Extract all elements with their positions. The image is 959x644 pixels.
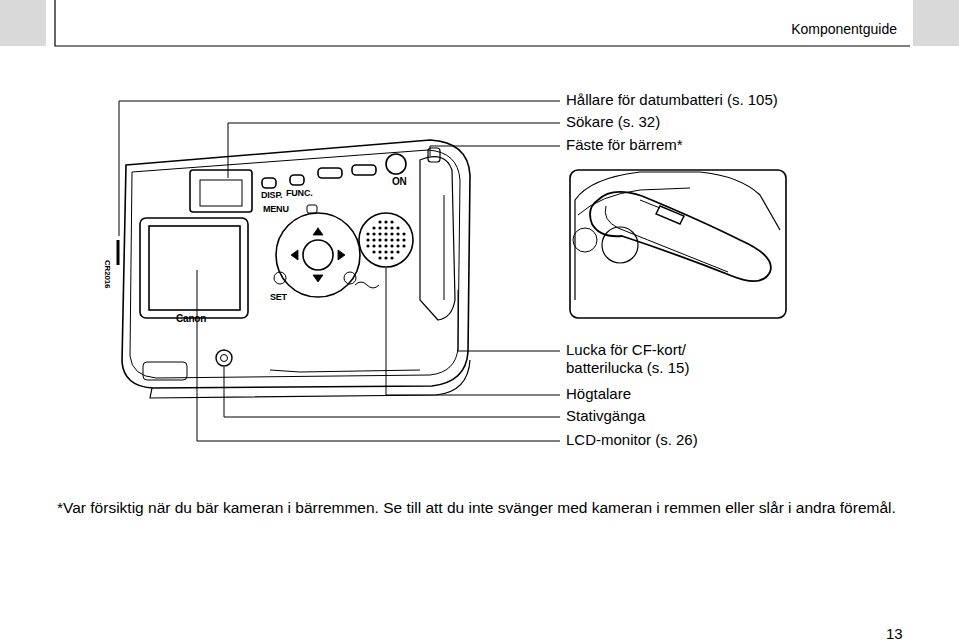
speaker-hole (396, 244, 399, 247)
speaker-hole (366, 238, 369, 241)
page-number: 13 (886, 625, 903, 643)
part-label: Lucka för CF-kort/ batterilucka (s. 15) (566, 341, 718, 377)
speaker-hole (378, 226, 381, 229)
speaker-hole (396, 250, 399, 253)
speaker-hole (390, 244, 393, 247)
header-rule (55, 0, 910, 46)
strap-inset (570, 170, 786, 318)
leader-line (119, 101, 560, 441)
speaker-hole (384, 232, 387, 235)
speaker-hole (366, 232, 369, 235)
speaker-hole (378, 238, 381, 241)
button-marking: FUNC. (286, 188, 313, 199)
speaker-hole (396, 226, 399, 229)
speaker-hole (396, 238, 399, 241)
speaker-hole (402, 232, 405, 235)
speaker-hole (384, 220, 387, 223)
corner-bar (0, 0, 46, 46)
speaker-hole (378, 244, 381, 247)
part-label: Sökare (s. 32) (566, 113, 660, 131)
speaker-hole (384, 256, 387, 259)
speaker-hole (402, 238, 405, 241)
speaker-hole (402, 244, 405, 247)
button-marking: DISP. (261, 190, 282, 201)
part-label: Stativgänga (566, 407, 645, 425)
speaker-hole (390, 232, 393, 235)
speaker-hole (390, 238, 393, 241)
speaker-hole (378, 256, 381, 259)
speaker-hole (372, 238, 375, 241)
button-marking: SET (270, 292, 287, 303)
speaker-hole (384, 238, 387, 241)
camera-body (118, 140, 470, 398)
page-header: Komponentguide (791, 21, 897, 38)
footnote: *Var försiktig när du bär kameran i bärr… (57, 499, 927, 518)
speaker-grille (366, 220, 405, 259)
speaker-hole (384, 244, 387, 247)
speaker-hole (378, 232, 381, 235)
speaker-hole (378, 250, 381, 253)
speaker-hole (366, 244, 369, 247)
speaker-hole (384, 226, 387, 229)
speaker-hole (372, 250, 375, 253)
part-label: Fäste för bärrem* (566, 136, 683, 154)
part-label: Hållare för datumbatteri (s. 105) (566, 91, 778, 109)
speaker-hole (384, 250, 387, 253)
brand-logo: Canon (176, 313, 206, 325)
speaker-hole (378, 220, 381, 223)
speaker-hole (390, 226, 393, 229)
part-label: LCD-monitor (s. 26) (566, 431, 698, 449)
button-marking: ON (392, 176, 407, 188)
button-marking: MENU (263, 204, 289, 215)
corner-bar (913, 0, 959, 46)
speaker-hole (390, 250, 393, 253)
speaker-hole (372, 232, 375, 235)
speaker-hole (372, 226, 375, 229)
speaker-hole (372, 244, 375, 247)
speaker-hole (390, 220, 393, 223)
part-label: Högtalare (566, 385, 631, 403)
speaker-hole (390, 256, 393, 259)
battery-marking: CR2016 (102, 260, 112, 288)
speaker-hole (396, 232, 399, 235)
